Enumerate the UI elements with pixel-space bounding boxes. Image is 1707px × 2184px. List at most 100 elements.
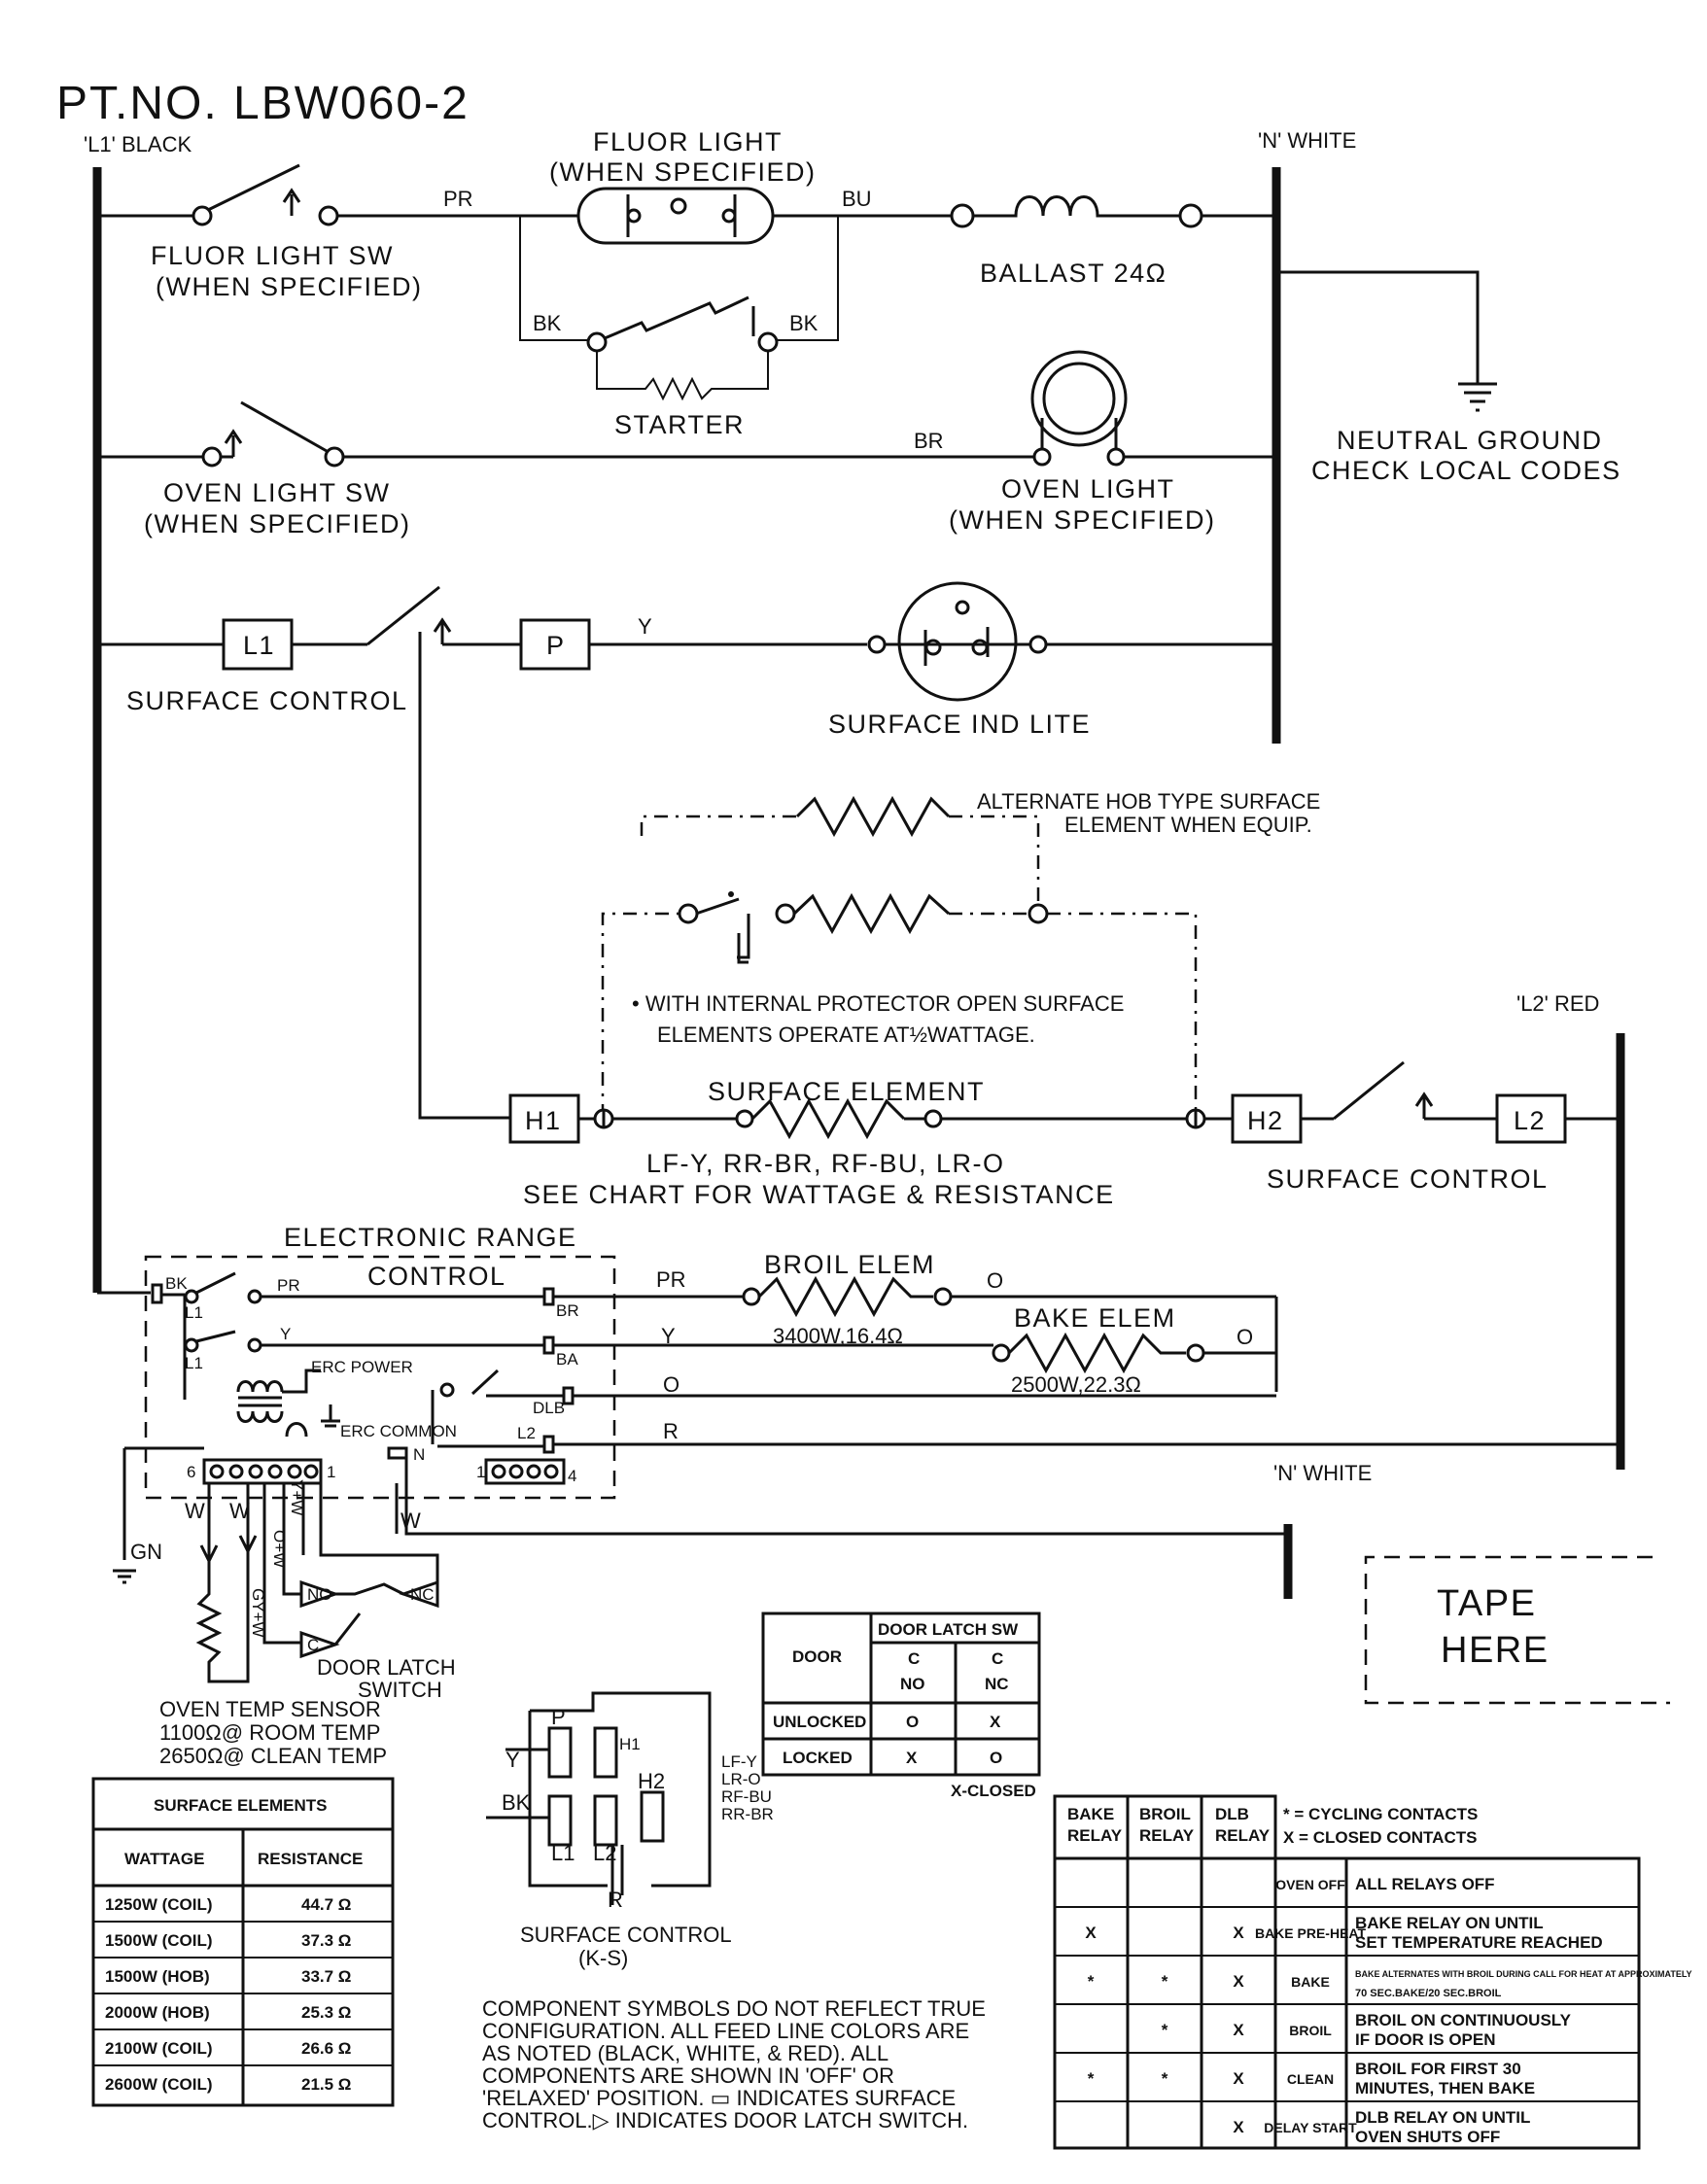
- surface-row-6-r: 21.5 Ω: [301, 2075, 351, 2094]
- latch-c: C: [307, 1636, 319, 1654]
- hob-note-1: • WITH INTERNAL PROTECTOR OPEN SURFACE: [632, 991, 1124, 1016]
- h2-box: H2: [1247, 1106, 1284, 1135]
- broil-label: BROIL ELEM: [764, 1250, 935, 1279]
- ground-gn: GN: [130, 1540, 162, 1564]
- erc-common: ERC COMMON: [340, 1422, 457, 1440]
- surface-row-1-r: 44.7 Ω: [301, 1895, 351, 1914]
- door-row-locked-no: X: [906, 1749, 918, 1767]
- hob-note-2: ELEMENTS OPERATE AT½WATTAGE.: [657, 1023, 1035, 1047]
- fluor-bk-right: BK: [789, 311, 819, 335]
- relay-row-6-dlb: X: [1233, 2118, 1244, 2136]
- erc-n: N: [413, 1445, 425, 1464]
- relay-row-4-mode: BROIL: [1289, 2023, 1332, 2038]
- surface-element-label: SURFACE ELEMENT: [708, 1077, 985, 1106]
- relay-legend-2: X = CLOSED CONTACTS: [1283, 1828, 1477, 1847]
- surface-row-1-w: 1250W (COIL): [105, 1895, 213, 1914]
- surface-indicator-circuit: L1 P Y SURFACE CONTROL SURFACE IND LITE: [97, 581, 1276, 1120]
- relay-row-5-bake: *: [1088, 2069, 1095, 2088]
- broil-wire-pr: PR: [656, 1267, 686, 1292]
- erc-pin1: 1: [327, 1463, 335, 1481]
- erc-title-2: CONTROL: [367, 1262, 506, 1291]
- erc-pin6: 6: [187, 1463, 195, 1481]
- l2-wire-r: R: [663, 1419, 679, 1443]
- relay-row-6-desc2: OVEN SHUTS OFF: [1355, 2128, 1500, 2146]
- oven-light-circuit: BR OVEN LIGHT SW (WHEN SPECIFIED) OVEN L…: [97, 350, 1276, 538]
- tape-label-1: TAPE: [1437, 1583, 1536, 1624]
- surface-elements-table: SURFACE ELEMENTS WATTAGE RESISTANCE 1250…: [91, 1777, 395, 2107]
- relay-row-1-mode: OVEN OFF: [1275, 1877, 1345, 1892]
- door-sub-c1: C: [908, 1649, 920, 1668]
- relay-row-1-desc1: ALL RELAYS OFF: [1355, 1875, 1495, 1893]
- oven-light-sw-note: (WHEN SPECIFIED): [144, 509, 411, 538]
- door-latch-sw-header: DOOR LATCH SW: [878, 1620, 1019, 1639]
- oven-wire-br: BR: [914, 429, 944, 453]
- note-line-2: CONFIGURATION. ALL FEED LINE COLORS ARE: [482, 2019, 969, 2043]
- door-col-header: DOOR: [792, 1647, 842, 1666]
- relay-table: BAKE RELAY BROIL RELAY DLB RELAY * = CYC…: [1053, 1794, 1641, 2150]
- broil-element-resistor: [757, 1275, 933, 1318]
- l2-box: L2: [1514, 1106, 1546, 1135]
- fluor-tube-symbol: [576, 187, 775, 245]
- surface-row-4-r: 25.3 Ω: [301, 2003, 351, 2022]
- l1-label: 'L1' BLACK: [84, 132, 192, 156]
- bake-o: O: [1237, 1325, 1253, 1349]
- relay-row-4-broil: *: [1162, 2021, 1168, 2039]
- relay-row-5-mode: CLEAN: [1287, 2071, 1334, 2087]
- bake-wire-y: Y: [661, 1324, 676, 1348]
- relay-row-2-desc1: BAKE RELAY ON UNTIL: [1355, 1914, 1544, 1932]
- relay-row-3-dlb: X: [1233, 1972, 1244, 1991]
- ks-r: R: [608, 1888, 623, 1912]
- oven-lamp-bulb: [1030, 350, 1128, 447]
- fluor-sw-note: (WHEN SPECIFIED): [156, 272, 423, 301]
- erc-l1b: L1: [185, 1354, 203, 1372]
- relay-row-3-bake: *: [1088, 1972, 1095, 1991]
- relay-row-2-dlb: X: [1233, 1924, 1244, 1942]
- relay-row-5-desc2: MINUTES, THEN BAKE: [1355, 2079, 1535, 2097]
- surface-table-title: SURFACE ELEMENTS: [154, 1796, 328, 1815]
- neutral-ground: NEUTRAL GROUND CHECK LOCAL CODES: [1276, 270, 1621, 485]
- sensor-gy-w: GY+W: [249, 1588, 267, 1638]
- ind-lite-bulb: [897, 581, 1018, 702]
- note-line-6: CONTROL.▷ INDICATES DOOR LATCH SWITCH.: [482, 2108, 968, 2132]
- oven-light-label: OVEN LIGHT: [1001, 474, 1175, 503]
- tape-label-2: HERE: [1441, 1630, 1550, 1671]
- erc-pin1b: 1: [476, 1463, 485, 1481]
- door-latch-table: DOOR DOOR LATCH SW C NO C NC UNLOCKED O …: [761, 1612, 1041, 1800]
- note-line-3: AS NOTED (BLACK, WHITE, & RED). ALL: [482, 2041, 888, 2065]
- hob-alternate-element: ALTERNATE HOB TYPE SURFACE ELEMENT WHEN …: [601, 789, 1320, 1118]
- erc-br: BR: [556, 1301, 579, 1320]
- part-number-title: PT.NO. LBW060-2: [56, 78, 470, 129]
- ballast-label: BALLAST 24Ω: [980, 259, 1167, 288]
- oven-light-sw-label: OVEN LIGHT SW: [163, 478, 391, 507]
- starter-label: STARTER: [614, 410, 745, 439]
- ks-label-2: (K-S): [578, 1946, 628, 1970]
- door-row-unlocked-nc: X: [990, 1713, 1001, 1731]
- surface-row-6-w: 2600W (COIL): [105, 2075, 213, 2094]
- door-row-locked-nc: O: [990, 1749, 1002, 1767]
- ground-label-2: CHECK LOCAL CODES: [1311, 456, 1621, 485]
- ks-p: P: [551, 1705, 566, 1729]
- surface-row-5-r: 26.6 Ω: [301, 2039, 351, 2058]
- sensor-w3: W: [401, 1508, 421, 1533]
- note-line-5: 'RELAXED' POSITION. ▭ INDICATES SURFACE: [482, 2086, 956, 2110]
- sensor-door-latch: GN W W W NO NC C O+W Y+W GY+W DOOR LATCH…: [113, 1446, 456, 1768]
- relay-row-5-dlb: X: [1233, 2069, 1244, 2088]
- ks-color-2: LR-O: [721, 1770, 761, 1788]
- hob-label-1: ALTERNATE HOB TYPE SURFACE: [977, 789, 1320, 814]
- sensor-label-1: OVEN TEMP SENSOR: [159, 1697, 381, 1721]
- erc-pr: PR: [277, 1276, 300, 1295]
- door-sub-no: NO: [900, 1675, 925, 1693]
- relay-h-dlb-2: RELAY: [1215, 1826, 1271, 1845]
- n-bottom-label: 'N' WHITE: [1273, 1461, 1372, 1485]
- relay-h-bake-2: RELAY: [1067, 1826, 1123, 1845]
- hob-element-resistor: [792, 892, 951, 935]
- latch-nc: NC: [410, 1585, 435, 1604]
- door-latch-label-2: SWITCH: [358, 1678, 442, 1702]
- relay-row-3-broil: *: [1162, 1972, 1168, 1991]
- latch-nc-contact: [399, 1579, 439, 1609]
- relay-row-3-desc2: 70 SEC.BAKE/20 SEC.BROIL: [1355, 1988, 1502, 1999]
- relay-h-broil-2: RELAY: [1139, 1826, 1195, 1845]
- surface-ctrl-p-box: P: [546, 631, 566, 660]
- sensor-o-w: O+W: [270, 1530, 289, 1568]
